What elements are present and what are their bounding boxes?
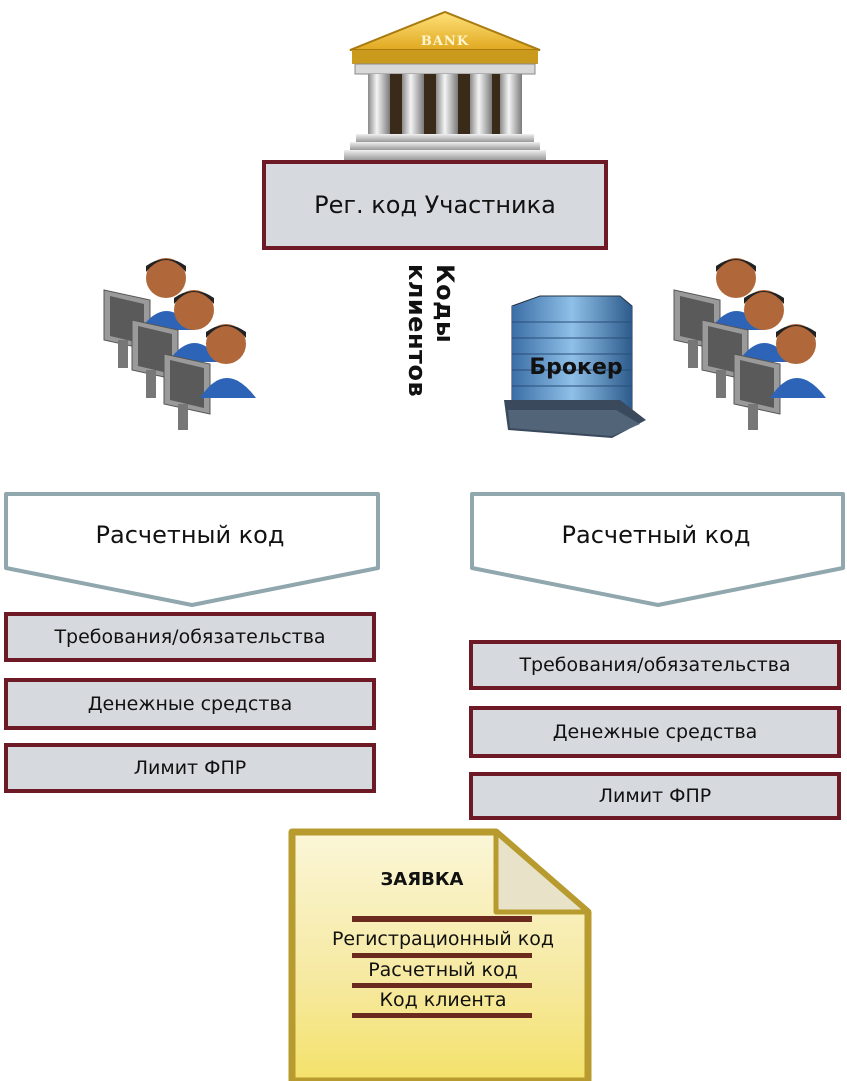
order-line-settlement-code: Расчетный код xyxy=(368,959,518,981)
claims-obligations-box-left: Требования/обязательства xyxy=(4,612,376,662)
order-line-client-code: Код клиента xyxy=(379,989,507,1011)
order-line-registration-code: Регистрационный код xyxy=(331,928,555,950)
cash-funds-box-left: Денежные средства xyxy=(4,678,376,730)
order-title: ЗАЯВКА xyxy=(380,868,464,890)
broker-label: Брокер xyxy=(529,354,623,380)
settlement-code-label-left: Расчетный код xyxy=(95,521,285,549)
settlement-code-label-right: Расчетный код xyxy=(561,521,751,549)
client-codes-label: Коды клиентов xyxy=(403,264,459,398)
derivatives-limit-box-right: Лимит ФПР xyxy=(469,772,841,820)
bank-sign: BANK xyxy=(420,34,470,49)
cash-funds-box-right: Денежные средства xyxy=(469,706,841,758)
claims-obligations-box-right: Требования/обязательства xyxy=(469,640,841,690)
participant-reg-code-box: Рег. код Участника xyxy=(262,160,608,250)
derivatives-limit-box-left: Лимит ФПР xyxy=(4,743,376,793)
